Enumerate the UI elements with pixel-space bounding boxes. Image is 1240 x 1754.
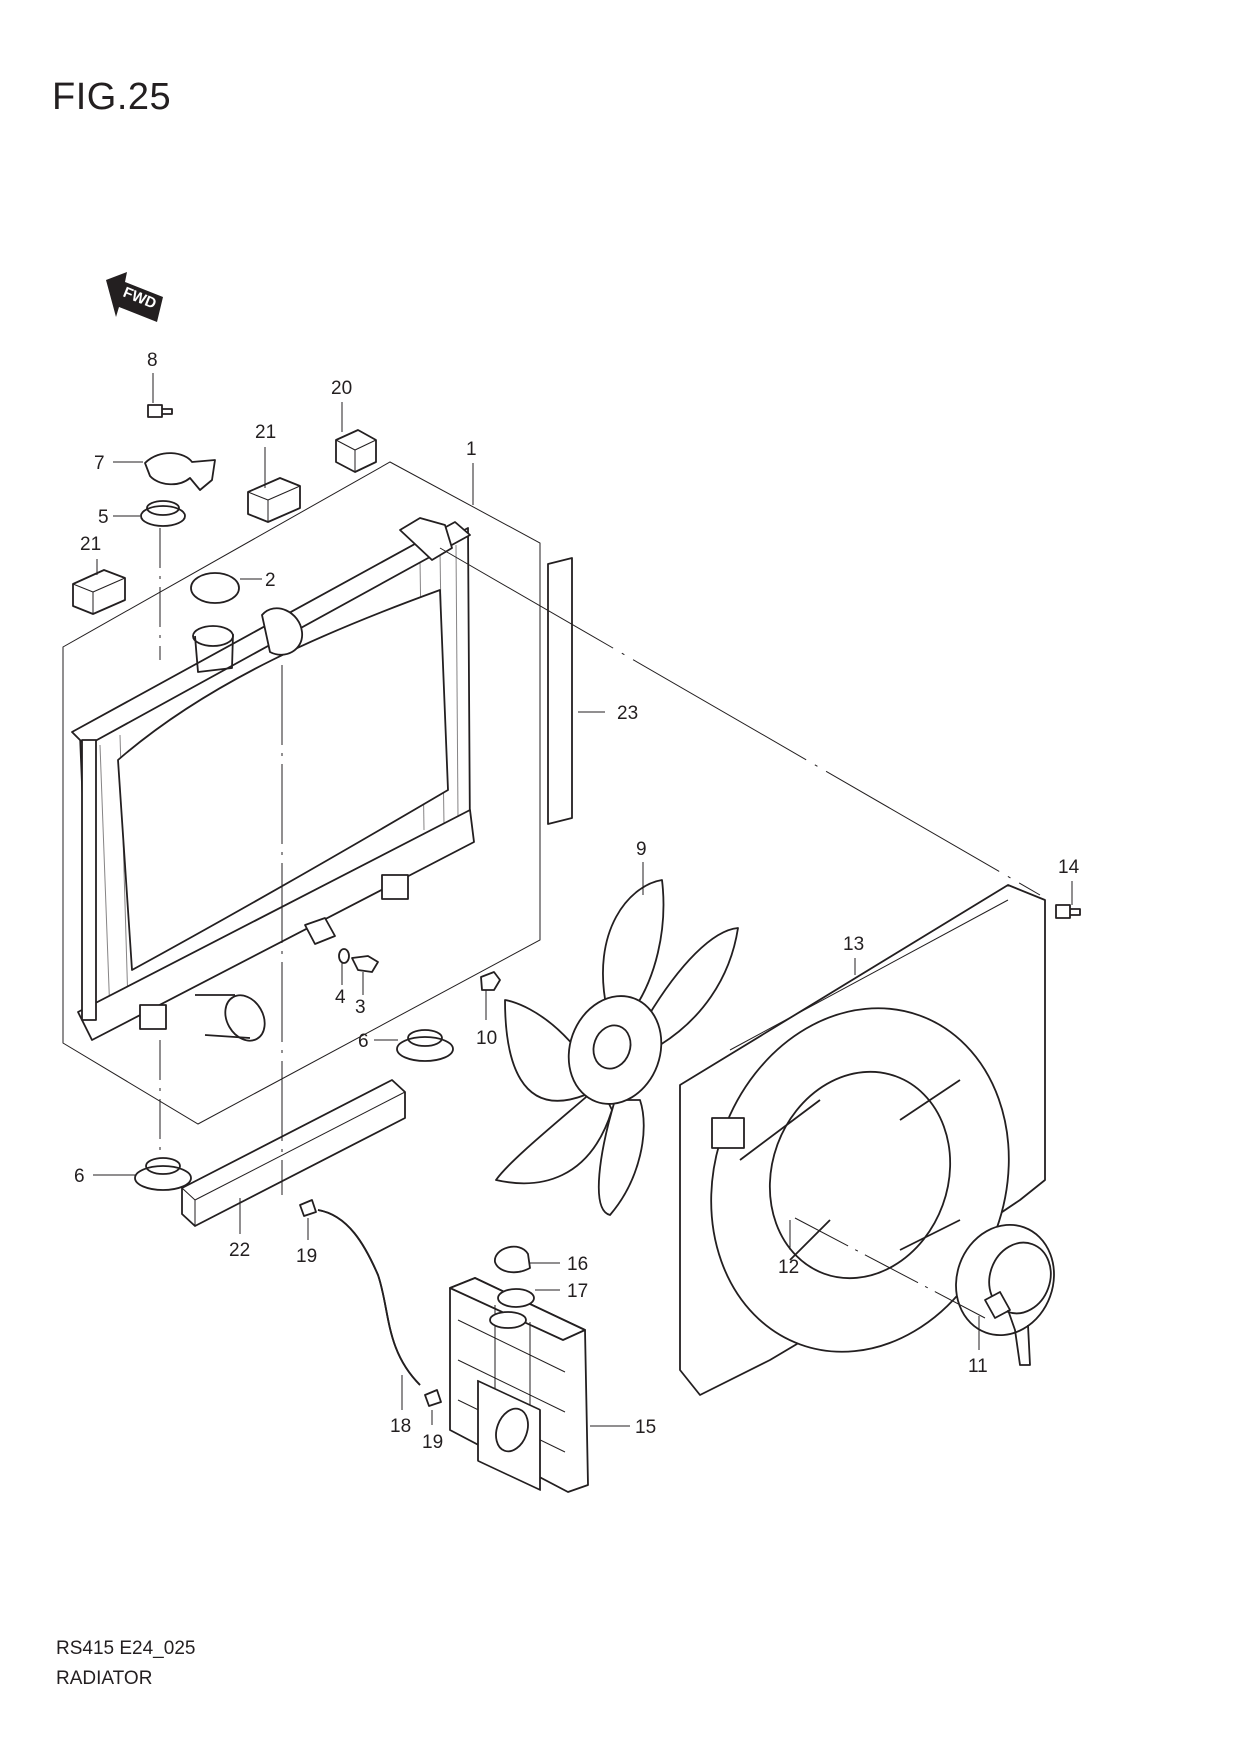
figure-name: RADIATOR [56,1668,153,1689]
radiator-assembly-outline [62,461,541,1125]
callout-5: 5 [98,507,109,528]
callout-16: 16 [567,1254,588,1275]
callout-19-lower: 19 [422,1432,443,1453]
callout-7: 7 [94,453,105,474]
callout-15: 15 [635,1417,656,1438]
drain-plug-3 [351,955,379,973]
callout-6-upper: 6 [358,1031,369,1052]
callout-14: 14 [1058,857,1080,878]
callout-20: 20 [331,378,352,399]
callout-12: 12 [778,1257,799,1278]
fan-shroud-13 [679,884,1046,1396]
callout-17: 17 [567,1281,588,1302]
bolt-14 [1055,904,1081,919]
callout-18: 18 [390,1416,411,1437]
callout-4: 4 [335,987,346,1008]
figure-title: FIG.25 [52,76,172,118]
fwd-arrow-icon: FWD [106,272,163,322]
nut-10 [480,971,501,991]
radiator-cap [190,572,240,604]
radiator-core [71,517,475,1042]
callout-2: 2 [265,570,276,591]
hose-clamp-19-lower [424,1389,442,1407]
cooling-fan-9 [495,879,739,1216]
callout-13: 13 [843,934,864,955]
figure-code: RS415 E24_025 [56,1638,196,1659]
pad-21-upper [247,477,301,523]
seal-strip-22 [181,1079,406,1227]
callout-19-upper: 19 [296,1246,317,1267]
o-ring-4 [338,948,350,964]
callout-21-upper: 21 [255,422,276,443]
callout-3: 3 [355,997,366,1018]
upper-bracket-7 [144,452,216,491]
callout-9: 9 [636,839,647,860]
cap-seal-17 [497,1288,535,1308]
reservoir-cap-16 [494,1245,531,1274]
fan-motor-11 [955,1223,1055,1366]
pad-21-left [72,569,126,615]
callout-23: 23 [617,703,638,724]
bolt-8 [147,404,173,418]
callout-21-left: 21 [80,534,101,555]
mount-cushion-6-upper [396,1029,454,1062]
overflow-hose-18 [317,1209,421,1386]
hose-clamp-19-upper [299,1199,317,1217]
mount-cushion-5 [140,500,186,527]
callout-22: 22 [229,1240,250,1261]
mount-cushion-6-lower [134,1157,192,1191]
pad-20 [335,429,377,473]
callout-11: 11 [968,1356,988,1377]
seal-strip-23 [547,557,573,825]
reservoir-tank-15 [449,1277,589,1493]
leader-lines [93,373,1073,1427]
callout-6-lower: 6 [74,1166,85,1187]
callout-8: 8 [147,350,158,371]
callout-1: 1 [466,439,477,460]
callout-10: 10 [476,1028,497,1049]
